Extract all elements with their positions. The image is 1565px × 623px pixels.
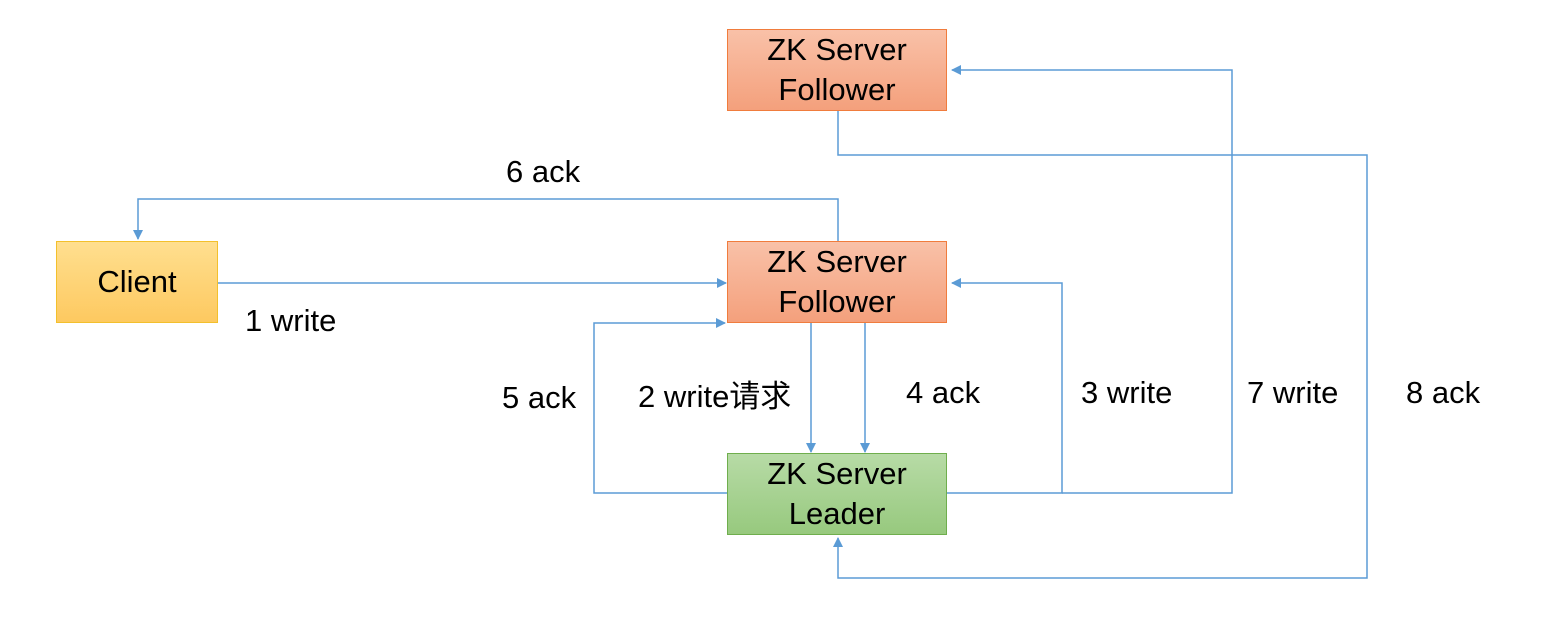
edge-label-1-write: 1 write (245, 303, 337, 338)
follower-top-node: ZK Server Follower (727, 29, 947, 111)
follower-top-line1: ZK Server (767, 32, 907, 67)
edge-3-write (947, 278, 1063, 494)
leader-line2: Leader (788, 496, 886, 531)
edge-label-7-write: 7 write (1247, 375, 1339, 410)
follower-mid-line2: Follower (778, 284, 896, 319)
edge-label-6-ack: 6 ack (506, 154, 581, 189)
edge-label-8-ack: 8 ack (1406, 375, 1481, 410)
edge-8-ack (833, 111, 1368, 579)
edge-label-4-ack: 4 ack (906, 375, 981, 410)
leader-line1: ZK Server (767, 456, 907, 491)
follower-mid-node: ZK Server Follower (727, 241, 947, 323)
edge-label-2-write-request: 2 write请求 (638, 379, 792, 414)
follower-mid-line1: ZK Server (767, 244, 907, 279)
edge-6-ack (133, 198, 839, 241)
edge-5-ack (593, 318, 727, 494)
client-label: Client (97, 264, 177, 299)
client-node: Client (56, 241, 218, 323)
leader-node: ZK Server Leader (727, 453, 947, 535)
edge-label-5-ack: 5 ack (502, 380, 577, 415)
edge-label-3-write: 3 write (1081, 375, 1173, 410)
edge-7-write (951, 65, 1233, 494)
follower-top-line2: Follower (778, 72, 896, 107)
